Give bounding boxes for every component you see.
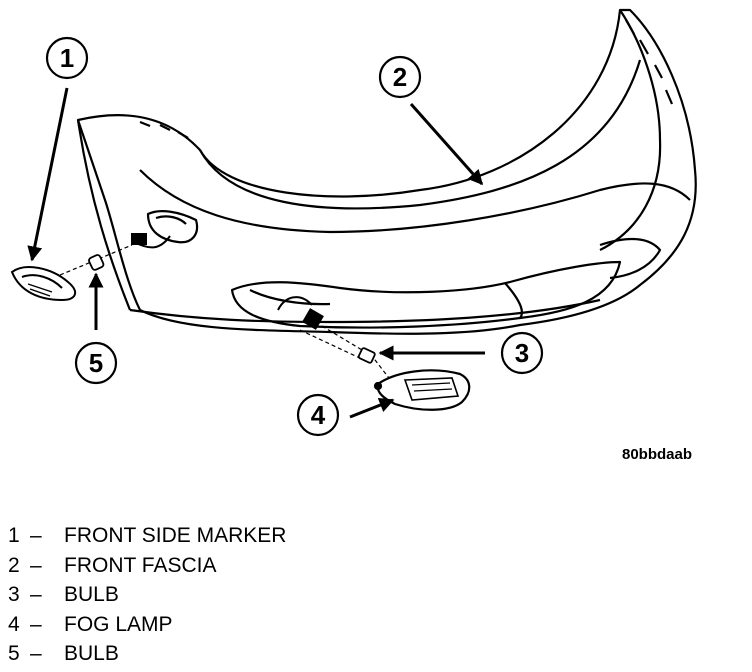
legend-item: 4–FOG LAMP bbox=[8, 610, 508, 640]
legend-dash: – bbox=[30, 583, 42, 606]
exploded-diagram: 1 2 3 4 5 80bbdaab bbox=[10, 8, 697, 463]
legend-item: 5–BULB bbox=[8, 639, 508, 669]
callout-3-label: 3 bbox=[515, 338, 529, 368]
fog-bulb-drawing bbox=[357, 347, 376, 364]
callout-1: 1 bbox=[45, 36, 89, 80]
legend-item: 2–FRONT FASCIA bbox=[8, 551, 508, 581]
callout-1-label: 1 bbox=[60, 43, 74, 73]
legend-label: FRONT SIDE MARKER bbox=[64, 524, 287, 547]
figure-code: 80bbdaab bbox=[622, 446, 692, 463]
leader-arrow-1 bbox=[27, 87, 69, 262]
legend-number: 1 bbox=[8, 524, 20, 547]
marker-bulb-drawing bbox=[88, 254, 105, 271]
fog-lamp-drawing bbox=[373, 369, 471, 411]
callout-3: 3 bbox=[500, 331, 544, 375]
callout-5: 5 bbox=[74, 341, 118, 385]
front-fascia-drawing bbox=[76, 8, 697, 335]
legend-item: 3–BULB bbox=[8, 580, 508, 610]
legend-label: BULB bbox=[64, 642, 119, 665]
callout-4: 4 bbox=[296, 393, 340, 437]
callout-4-label: 4 bbox=[311, 400, 326, 430]
legend-number: 4 bbox=[8, 612, 20, 636]
legend-label: FOG LAMP bbox=[64, 612, 173, 636]
marker-harness bbox=[131, 233, 171, 249]
legend-number: 3 bbox=[8, 583, 20, 606]
callout-2: 2 bbox=[378, 55, 422, 99]
fog-lamp-harness bbox=[277, 296, 324, 330]
legend-label: FRONT FASCIA bbox=[64, 553, 217, 577]
legend-dash: – bbox=[30, 612, 42, 636]
parts-legend: 1–FRONT SIDE MARKER 2–FRONT FASCIA 3–BUL… bbox=[8, 521, 508, 669]
legend-dash: – bbox=[30, 524, 42, 547]
leader-arrow-4 bbox=[349, 397, 395, 419]
legend-item: 1–FRONT SIDE MARKER bbox=[8, 521, 508, 551]
callout-2-label: 2 bbox=[393, 62, 407, 92]
leader-arrow-2 bbox=[409, 103, 484, 186]
legend-label: BULB bbox=[64, 583, 119, 606]
legend-number: 5 bbox=[8, 642, 20, 665]
legend-number: 2 bbox=[8, 553, 20, 577]
legend-dash: – bbox=[30, 553, 42, 577]
callout-5-label: 5 bbox=[89, 348, 103, 378]
legend-dash: – bbox=[30, 642, 42, 665]
front-side-marker-drawing bbox=[10, 266, 77, 302]
